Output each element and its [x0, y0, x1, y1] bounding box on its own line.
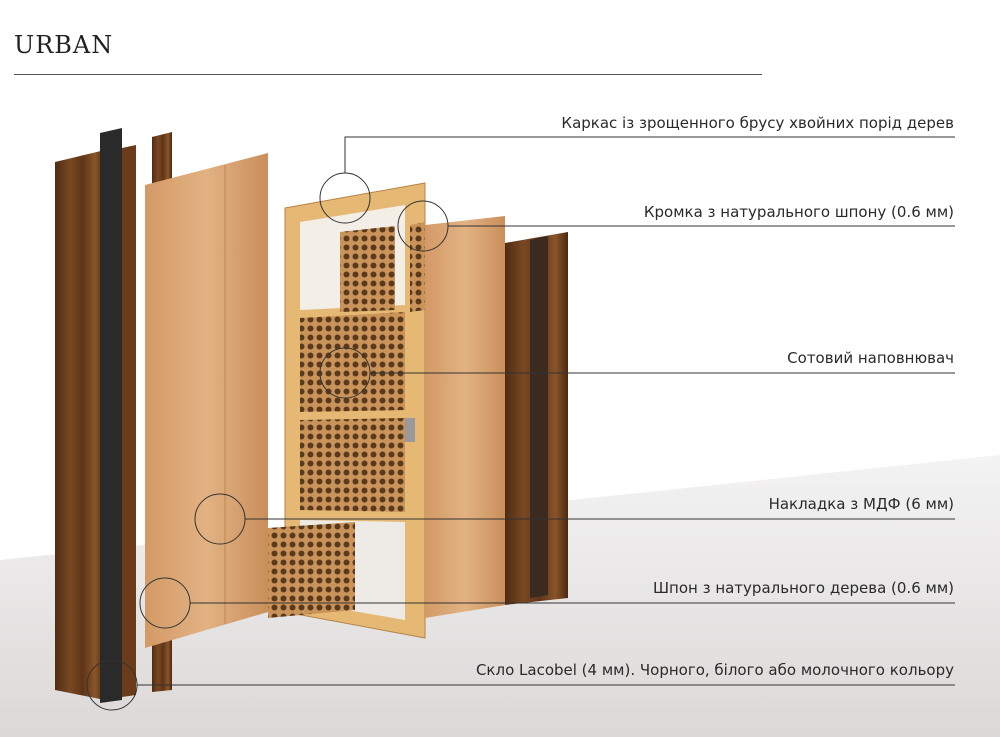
veneer-edge-strip — [410, 222, 425, 312]
callout-label-glass: Скло Lacobel (4 мм). Чорного, білого або… — [475, 661, 954, 679]
honeycomb-sheet-loose — [268, 522, 355, 618]
mdf-overlay-panel — [145, 153, 268, 648]
callout-label-frame: Каркас із зрощенного брусу хвойних порід… — [561, 114, 954, 132]
back-mdf-panel — [425, 216, 505, 618]
walnut-veneer-panel — [55, 150, 105, 700]
callout-circle-honeycomb — [319, 347, 371, 399]
lacobel-glass-panel — [100, 128, 122, 703]
callout-circle-glass — [86, 659, 138, 711]
callout-label-mdf: Накладка з МДФ (6 мм) — [768, 495, 954, 513]
honeycomb-filler-upper — [340, 226, 395, 312]
honeycomb-filler-1 — [300, 312, 405, 412]
callout-label-honeycomb: Сотовий наповнювач — [787, 349, 954, 367]
callout-leaders — [86, 136, 955, 711]
callout-label-edge: Кромка з натурального шпону (0.6 мм) — [643, 203, 954, 221]
back-glass-edge — [530, 236, 548, 598]
callout-circle-edge — [397, 200, 449, 252]
door-handle — [405, 418, 415, 442]
callout-label-veneer: Шпон з натурального дерева (0.6 мм) — [652, 579, 954, 597]
page-title: URBAN — [14, 31, 114, 59]
walnut-edge-strip — [122, 145, 136, 697]
leader-frame — [344, 136, 955, 173]
honeycomb-filler-2 — [300, 418, 405, 512]
callout-circle-frame — [319, 172, 371, 224]
title-divider — [14, 74, 762, 75]
callout-circle-veneer — [139, 577, 191, 629]
callout-circle-mdf — [194, 493, 246, 545]
